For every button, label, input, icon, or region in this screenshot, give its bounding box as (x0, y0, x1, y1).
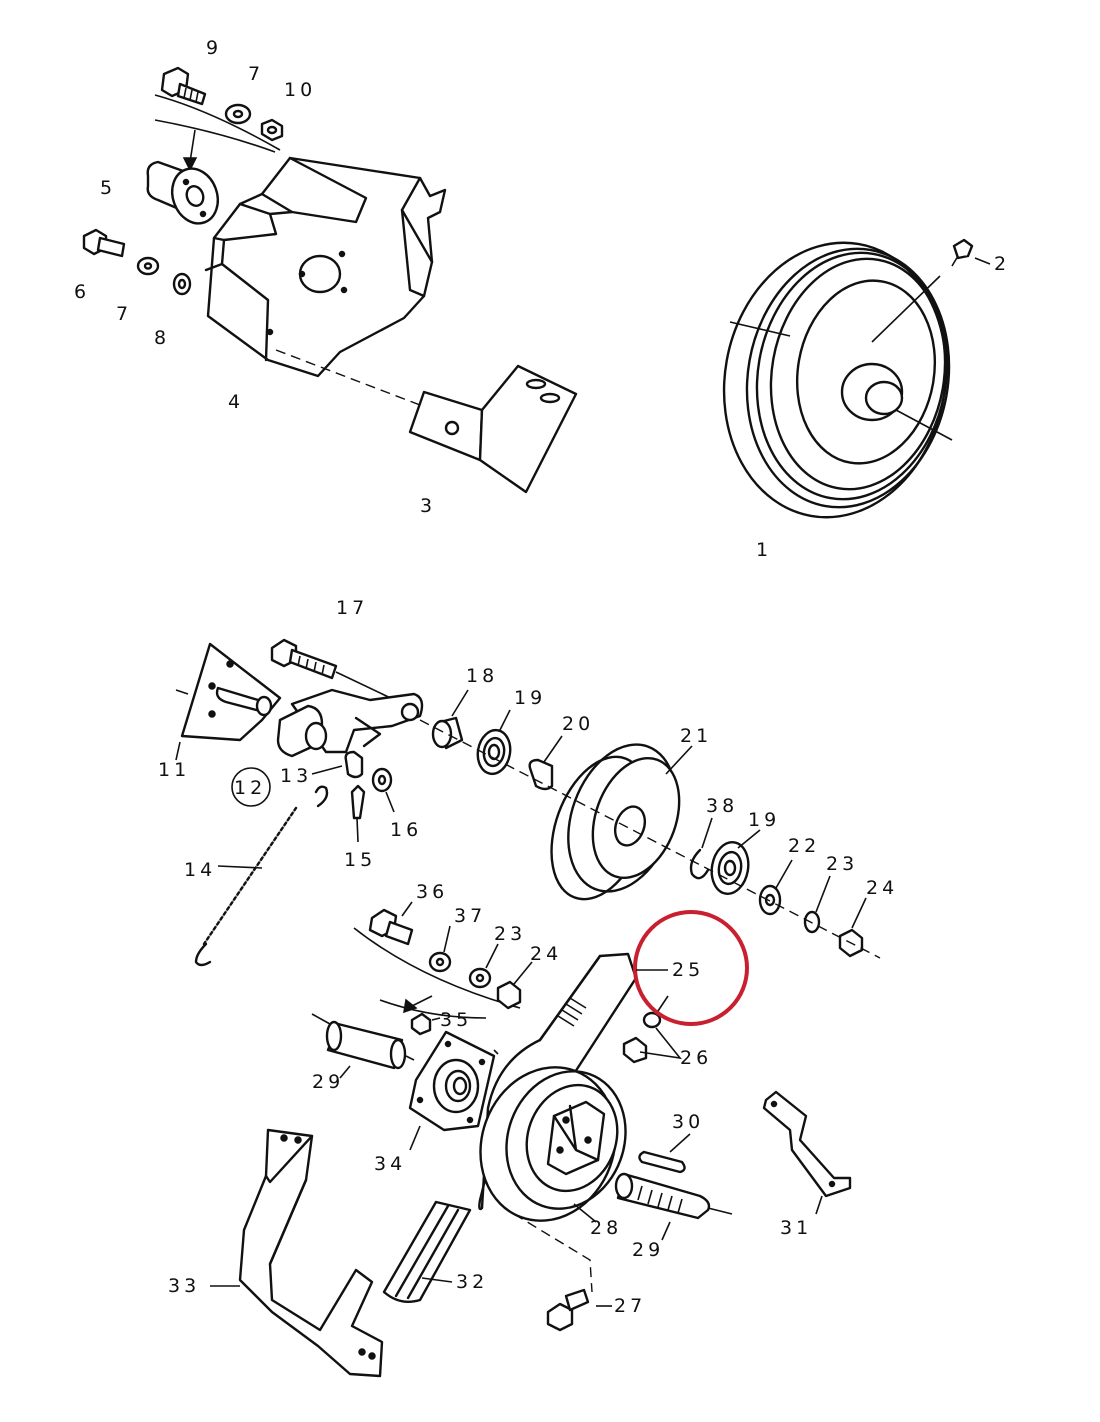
label-8: 8 (154, 327, 170, 349)
drive-assembly (210, 901, 852, 1378)
label-23-lower: 23 (494, 923, 526, 945)
label-33: 33 (168, 1275, 200, 1297)
label-4: 4 (228, 391, 244, 413)
label-7-top: 7 (248, 63, 264, 85)
label-15: 15 (344, 849, 376, 871)
bolt-27 (546, 1288, 612, 1332)
bracket-31 (762, 1090, 852, 1215)
washer-7-left (136, 256, 160, 276)
label-1: 1 (756, 539, 772, 561)
washer-8 (172, 272, 192, 296)
washer-37 (428, 925, 452, 973)
label-5: 5 (100, 177, 116, 199)
label-38: 38 (706, 795, 738, 817)
screw-2 (951, 238, 974, 267)
key-30 (638, 1133, 691, 1174)
label-29-left: 29 (312, 1071, 344, 1093)
washer-22 (758, 859, 793, 916)
washer-16 (371, 767, 395, 813)
label-28: 28 (590, 1217, 622, 1239)
label-26: 26 (680, 1047, 712, 1069)
nut-24-lower (496, 961, 533, 1010)
label-12-ring (231, 767, 271, 807)
channel-32 (382, 1200, 472, 1303)
snap-ring-38 (689, 817, 713, 880)
pulley-1 (722, 238, 991, 519)
spacer-20 (528, 735, 563, 791)
label-35: 35 (440, 1009, 472, 1031)
label-16: 16 (390, 819, 422, 841)
label-34: 34 (374, 1153, 406, 1175)
spacer-13 (311, 750, 364, 779)
part-labels: 9 7 10 5 6 7 8 4 3 2 1 17 11 12 13 16 15… (74, 37, 1010, 1317)
spring-14 (194, 785, 329, 967)
label-18: 18 (466, 665, 498, 687)
label-37: 37 (454, 905, 486, 927)
label-13: 13 (280, 765, 312, 787)
shaft-29 (614, 1172, 733, 1241)
label-19-upper: 19 (514, 687, 546, 709)
label-6: 6 (74, 281, 90, 303)
label-24-lower: 24 (530, 943, 562, 965)
spacer-18 (431, 689, 469, 750)
sleeve-29 (311, 1013, 415, 1079)
label-23-upper: 23 (826, 853, 858, 875)
bearing-19-lower (710, 829, 761, 895)
bolt-9 (160, 66, 207, 106)
label-21: 21 (680, 725, 712, 747)
idler-assembly (175, 638, 881, 967)
label-36: 36 (416, 881, 448, 903)
label-7-left: 7 (116, 303, 132, 325)
label-12: 12 (234, 777, 266, 799)
drive-pulley-28 (479, 1066, 627, 1223)
label-11: 11 (158, 759, 190, 781)
washer-23-upper (803, 875, 831, 934)
bearing-19-upper (476, 709, 512, 776)
bolt-6 (82, 228, 126, 258)
label-29-right: 29 (632, 1239, 664, 1261)
label-30: 30 (672, 1111, 704, 1133)
label-32: 32 (456, 1271, 488, 1293)
label-31: 31 (780, 1217, 812, 1239)
flange-bearing-34 (408, 1030, 499, 1151)
highlight-circle (633, 910, 749, 1026)
bracket-33 (210, 1128, 384, 1378)
label-24-upper: 24 (866, 877, 898, 899)
guard-4 (204, 156, 447, 378)
bolt-36 (368, 901, 414, 946)
nut-10 (260, 118, 284, 142)
label-19-lower: 19 (748, 809, 780, 831)
idler-pulley-21 (550, 743, 693, 901)
washer-23-lower (468, 943, 499, 989)
label-25: 25 (672, 959, 704, 981)
nut-24-upper (838, 897, 867, 958)
label-27: 27 (614, 1295, 646, 1317)
spacer-5 (146, 160, 219, 225)
label-17: 17 (336, 597, 368, 619)
nut-washer-26 (622, 995, 682, 1064)
label-10: 10 (284, 79, 316, 101)
idler-arm-12 (276, 688, 424, 758)
label-14: 14 (184, 859, 216, 881)
label-20: 20 (562, 713, 594, 735)
label-2: 2 (994, 253, 1010, 275)
label-3: 3 (420, 495, 436, 517)
washer-7-top (224, 103, 252, 125)
plate-11 (175, 642, 282, 761)
label-9: 9 (206, 37, 222, 59)
belt-guard-assembly (82, 66, 578, 494)
label-22: 22 (788, 835, 820, 857)
nut-35 (410, 1012, 441, 1036)
bracket-3 (408, 364, 578, 494)
cotter-pin-15 (350, 784, 366, 843)
